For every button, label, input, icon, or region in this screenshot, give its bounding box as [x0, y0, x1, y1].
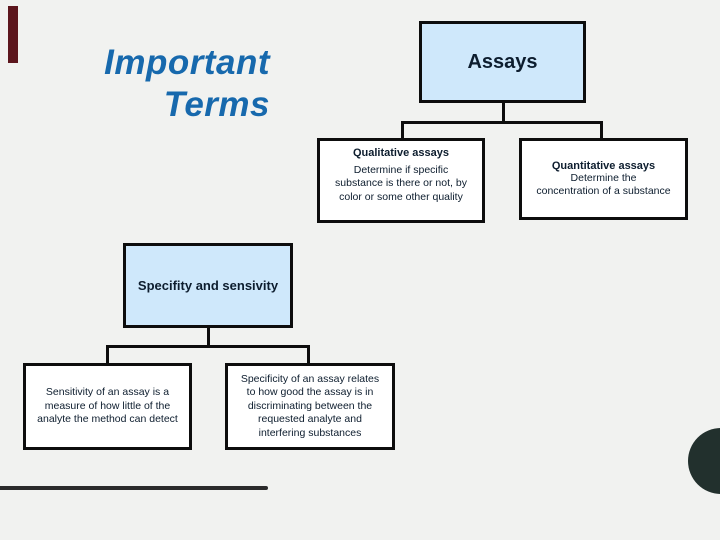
bottom-rule	[0, 486, 268, 490]
qualitative-assays-heading: Qualitative assays	[352, 147, 449, 159]
connector-specifity-stem	[207, 328, 210, 347]
connector-specifity-drop-right	[307, 345, 310, 364]
corner-circle	[688, 428, 720, 494]
qualitative-assays-body: Determine if specific substance is there…	[335, 164, 467, 203]
accent-bar	[8, 6, 18, 63]
sensitivity-body: Sensitivity of an assay is a measure of …	[37, 386, 178, 426]
quantitative-assays-heading: Quantitative assays	[551, 159, 656, 172]
connector-assays-drop-left	[401, 121, 404, 140]
assays-root-label: Assays	[467, 50, 538, 73]
connector-assays-stem	[502, 103, 505, 123]
sensitivity-box: Sensitivity of an assay is a measure of …	[23, 363, 192, 450]
specificity-body: Specificity of an assay relates to how g…	[240, 372, 380, 439]
qualitative-assays-box: Qualitative assays Determine if specific…	[317, 138, 485, 223]
connector-assays-rail	[401, 121, 603, 124]
slide-title-line2: Terms	[163, 85, 270, 124]
slide-title-line1: Important	[104, 43, 270, 82]
specifity-root-box: Specifity and sensivity	[123, 243, 293, 328]
quantitative-assays-box: Quantitative assays Determine the concen…	[519, 138, 688, 220]
specifity-root-label: Specifity and sensivity	[137, 278, 279, 293]
connector-assays-drop-right	[600, 121, 603, 140]
connector-specifity-drop-left	[106, 345, 109, 364]
connector-specifity-rail	[106, 345, 310, 348]
slide-title: Important Terms	[40, 42, 270, 126]
assays-root-box: Assays	[419, 21, 586, 103]
specificity-box: Specificity of an assay relates to how g…	[225, 363, 395, 450]
quantitative-assays-body: Determine the concentration of a substan…	[536, 171, 671, 197]
